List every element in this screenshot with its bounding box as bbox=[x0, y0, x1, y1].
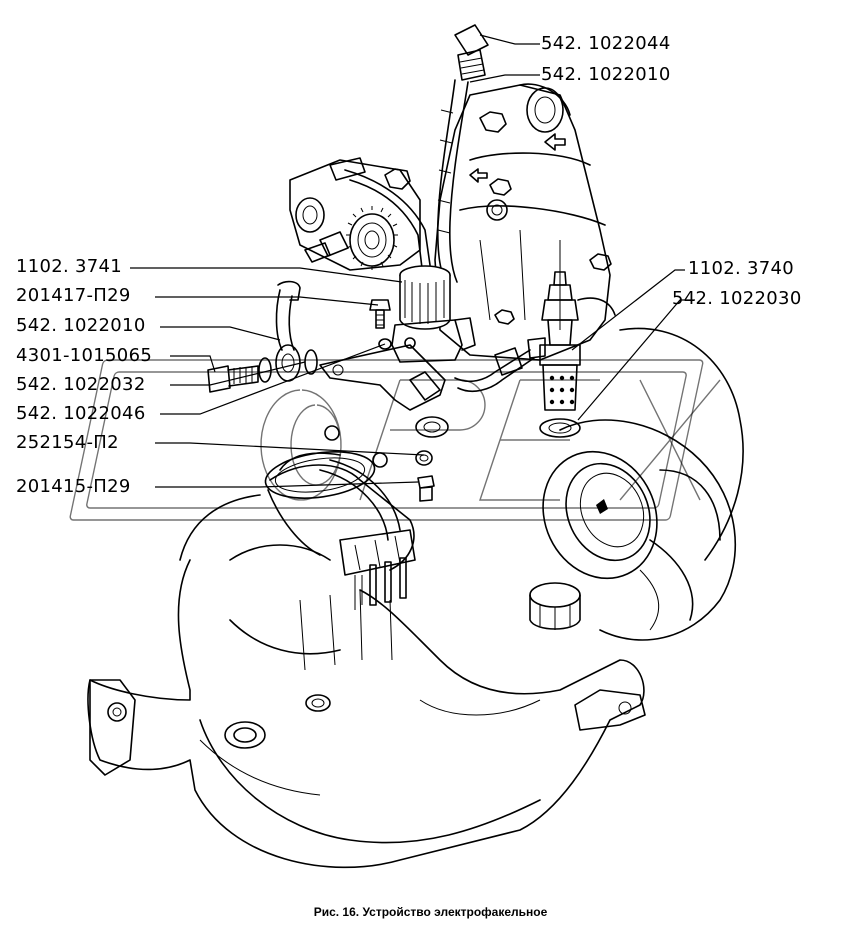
label-542-1022030: 542. 1022030 bbox=[672, 288, 802, 309]
label-4301-1015065: 4301-1015065 bbox=[16, 345, 153, 366]
label-542-1022010-left: 542. 1022010 bbox=[16, 315, 146, 336]
pump-housing bbox=[384, 83, 612, 361]
bracket bbox=[319, 299, 449, 502]
solenoid-valve bbox=[391, 265, 476, 363]
leader-lines bbox=[130, 34, 695, 488]
intake-manifold bbox=[87, 494, 646, 869]
inlet-pipe bbox=[264, 451, 416, 610]
figure-caption: Рис. 16. Устройство электрофакельное bbox=[313, 905, 548, 919]
valve-block bbox=[289, 157, 421, 271]
label-542-1022010-top: 542. 1022010 bbox=[541, 64, 671, 85]
fuel-tube bbox=[344, 24, 489, 283]
label-542-1022044: 542. 1022044 bbox=[541, 33, 671, 54]
glow-plug bbox=[454, 271, 616, 438]
outlet-elbow bbox=[542, 327, 744, 641]
label-1102-3741: 1102. 3741 bbox=[16, 256, 123, 277]
label-1102-3740: 1102. 3740 bbox=[688, 258, 795, 279]
label-542-1022032: 542. 1022032 bbox=[16, 374, 146, 395]
label-252154-p2: 252154-П2 bbox=[16, 432, 119, 453]
label-201415-p29: 201415-П29 bbox=[16, 476, 131, 497]
label-542-1022046: 542. 1022046 bbox=[16, 403, 146, 424]
watermark-logo bbox=[69, 359, 721, 521]
label-201417-p29: 201417-П29 bbox=[16, 285, 131, 306]
